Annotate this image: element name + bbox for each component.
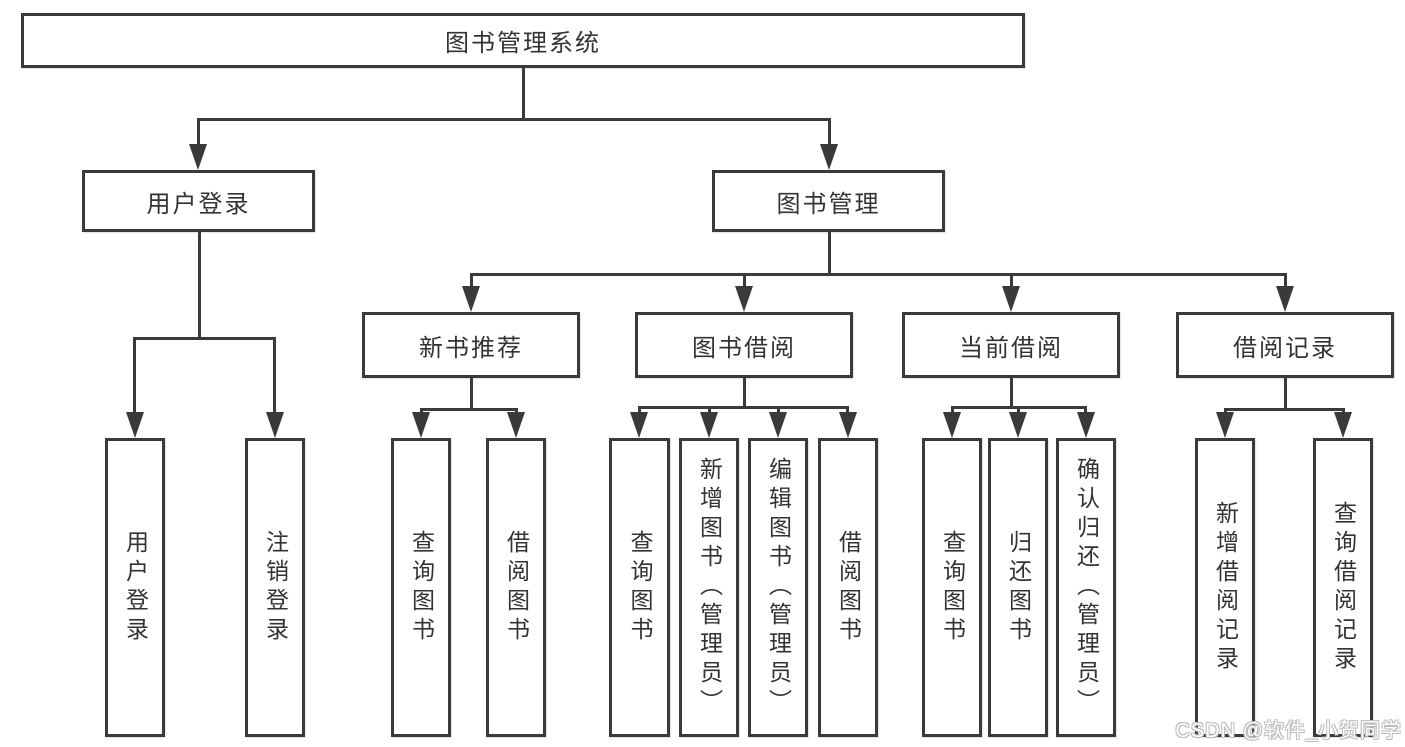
- connector-line: [1010, 378, 1013, 406]
- leaf-record-query-borrow-record: 查询借阅记录: [1313, 438, 1373, 737]
- leaf-record-query-borrow-record-label: 查询借阅记录: [1330, 500, 1357, 675]
- arrow-down-icon: [1276, 286, 1294, 312]
- leaf-logout: 注销登录: [245, 438, 305, 737]
- leaf-current-query-books-label: 查询图书: [939, 529, 966, 646]
- leaf-record-add-borrow-record: 新增借阅记录: [1195, 438, 1255, 737]
- leaf-borrow-add-books-admin-label: 新增图书（管理员）: [696, 457, 723, 718]
- leaf-newbook-query-books-label: 查询图书: [408, 529, 435, 646]
- connector-line: [1284, 273, 1287, 290]
- node-current-borrow: 当前借阅: [902, 312, 1120, 378]
- leaf-current-confirm-return-admin-label: 确认归还（管理员）: [1073, 457, 1100, 718]
- arrow-down-icon: [630, 412, 648, 438]
- leaf-user-login: 用户登录: [105, 438, 165, 737]
- node-book-borrow-label: 图书借阅: [692, 334, 796, 362]
- connector-line: [470, 273, 473, 290]
- leaf-borrow-borrow-books: 借阅图书: [818, 438, 878, 737]
- node-root: 图书管理系统: [21, 13, 1025, 68]
- connector-line: [1224, 408, 1344, 411]
- connector-line: [828, 118, 831, 148]
- node-new-book-recommend: 新书推荐: [362, 312, 580, 378]
- connector-line: [1010, 273, 1013, 290]
- connector-line: [828, 232, 831, 273]
- arrow-down-icon: [943, 412, 961, 438]
- arrow-down-icon: [820, 144, 838, 170]
- arrow-down-icon: [462, 286, 480, 312]
- leaf-record-add-borrow-record-label: 新增借阅记录: [1212, 500, 1239, 675]
- node-root-label: 图书管理系统: [445, 30, 601, 57]
- arrow-down-icon: [412, 412, 430, 438]
- arrow-down-icon: [1002, 286, 1020, 312]
- node-book-management-label: 图书管理: [776, 190, 881, 218]
- arrow-down-icon: [769, 412, 787, 438]
- connector-line: [198, 232, 201, 337]
- connector-line: [133, 337, 136, 417]
- leaf-borrow-edit-books-admin-label: 编辑图书（管理员）: [765, 457, 792, 718]
- connector-line: [1284, 378, 1287, 408]
- connector-line: [133, 337, 276, 340]
- arrow-down-icon: [507, 412, 525, 438]
- node-new-book-recommend-label: 新书推荐: [419, 334, 523, 362]
- leaf-user-login-label: 用户登录: [122, 529, 149, 646]
- leaf-newbook-borrow-books: 借阅图书: [486, 438, 546, 737]
- connector-line: [273, 337, 276, 417]
- arrow-down-icon: [1334, 412, 1352, 438]
- leaf-current-query-books: 查询图书: [922, 438, 982, 737]
- leaf-borrow-borrow-books-label: 借阅图书: [835, 529, 862, 646]
- connector-line: [470, 378, 473, 408]
- arrow-down-icon: [266, 412, 284, 438]
- node-borrow-record-label: 借阅记录: [1233, 334, 1337, 362]
- connector-line: [522, 68, 525, 118]
- arrow-down-icon: [126, 412, 144, 438]
- leaf-current-return-books-label: 归还图书: [1005, 529, 1032, 646]
- arrow-down-icon: [189, 144, 207, 170]
- leaf-borrow-add-books-admin: 新增图书（管理员）: [679, 438, 739, 737]
- arrow-down-icon: [700, 412, 718, 438]
- leaf-newbook-query-books: 查询图书: [391, 438, 451, 737]
- node-borrow-record: 借阅记录: [1176, 312, 1394, 378]
- connector-line: [420, 408, 517, 411]
- leaf-logout-label: 注销登录: [262, 529, 289, 646]
- connector-line: [743, 378, 746, 406]
- connector-line: [197, 118, 831, 121]
- node-user-login-label: 用户登录: [146, 190, 251, 218]
- arrow-down-icon: [1009, 412, 1027, 438]
- leaf-borrow-edit-books-admin: 编辑图书（管理员）: [748, 438, 808, 737]
- node-current-borrow-label: 当前借阅: [959, 334, 1063, 362]
- connector-line: [743, 273, 746, 290]
- node-book-management: 图书管理: [712, 170, 945, 232]
- arrow-down-icon: [1077, 412, 1095, 438]
- arrow-down-icon: [839, 412, 857, 438]
- arrow-down-icon: [735, 286, 753, 312]
- leaf-newbook-borrow-books-label: 借阅图书: [503, 529, 530, 646]
- arrow-down-icon: [1216, 412, 1234, 438]
- leaf-borrow-query-books: 查询图书: [609, 438, 670, 737]
- connector-line: [197, 118, 200, 148]
- node-book-borrow: 图书借阅: [635, 312, 853, 378]
- leaf-current-confirm-return-admin: 确认归还（管理员）: [1056, 438, 1116, 737]
- leaf-borrow-query-books-label: 查询图书: [627, 529, 653, 646]
- connector-line: [638, 406, 849, 409]
- node-user-login: 用户登录: [82, 170, 315, 232]
- csdn-watermark: CSDN @软件_小贺同学: [1175, 720, 1402, 742]
- leaf-current-return-books: 归还图书: [988, 438, 1048, 737]
- connector-line: [470, 273, 1286, 276]
